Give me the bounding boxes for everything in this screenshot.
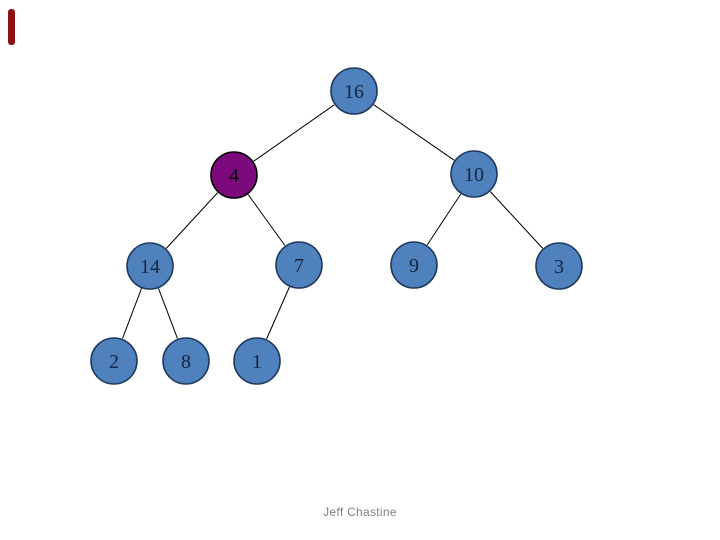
tree-edge-10-3: [489, 191, 544, 249]
tree-node-label-10: 10: [464, 164, 484, 186]
tree-node-label-16: 16: [344, 81, 364, 103]
tree-edge-10-9: [426, 193, 462, 246]
tree-edge-4-14: [165, 192, 219, 249]
tree-node-circle-9: [390, 241, 438, 289]
tree-node-label-7: 7: [294, 255, 304, 277]
tree-edge-7-1: [266, 286, 290, 340]
tree-node-label-8: 8: [181, 351, 191, 373]
tree-node-label-9: 9: [409, 255, 419, 277]
tree-node-label-14: 14: [140, 256, 160, 278]
tree-node-7: 7: [275, 241, 323, 289]
tree-node-2: 2: [90, 337, 138, 385]
tree-node-1: 1: [233, 337, 281, 385]
tree-node-3: 3: [535, 242, 583, 290]
tree-node-9: 9: [390, 241, 438, 289]
tree-node-circle-2: [90, 337, 138, 385]
tree-node-circle-10: [450, 150, 498, 198]
tree-edge-14-2: [122, 288, 142, 339]
tree-edge-16-10: [373, 104, 455, 161]
tree-node-circle-14: [126, 242, 174, 290]
tree-node-label-4: 4: [229, 165, 239, 187]
tree-node-label-3: 3: [554, 256, 564, 278]
tree-node-16: 16: [330, 67, 378, 115]
footer-author: Jeff Chastine: [323, 505, 397, 519]
tree-node-label-2: 2: [109, 351, 119, 373]
tree-node-4: 4: [210, 151, 258, 199]
tree-node-circle-3: [535, 242, 583, 290]
red-edge-marker: [8, 9, 15, 45]
tree-node-circle-16: [330, 67, 378, 115]
tree-node-circle-4: [210, 151, 258, 199]
tree-edge-4-7: [247, 194, 286, 246]
tree-edge-16-4: [253, 104, 335, 162]
tree-node-circle-1: [233, 337, 281, 385]
tree-node-8: 8: [162, 337, 210, 385]
tree-node-label-1: 1: [252, 351, 262, 373]
tree-node-14: 14: [126, 242, 174, 290]
tree-node-circle-7: [275, 241, 323, 289]
tree-node-10: 10: [450, 150, 498, 198]
tree-node-circle-8: [162, 337, 210, 385]
tree-edge-14-8: [158, 288, 178, 339]
